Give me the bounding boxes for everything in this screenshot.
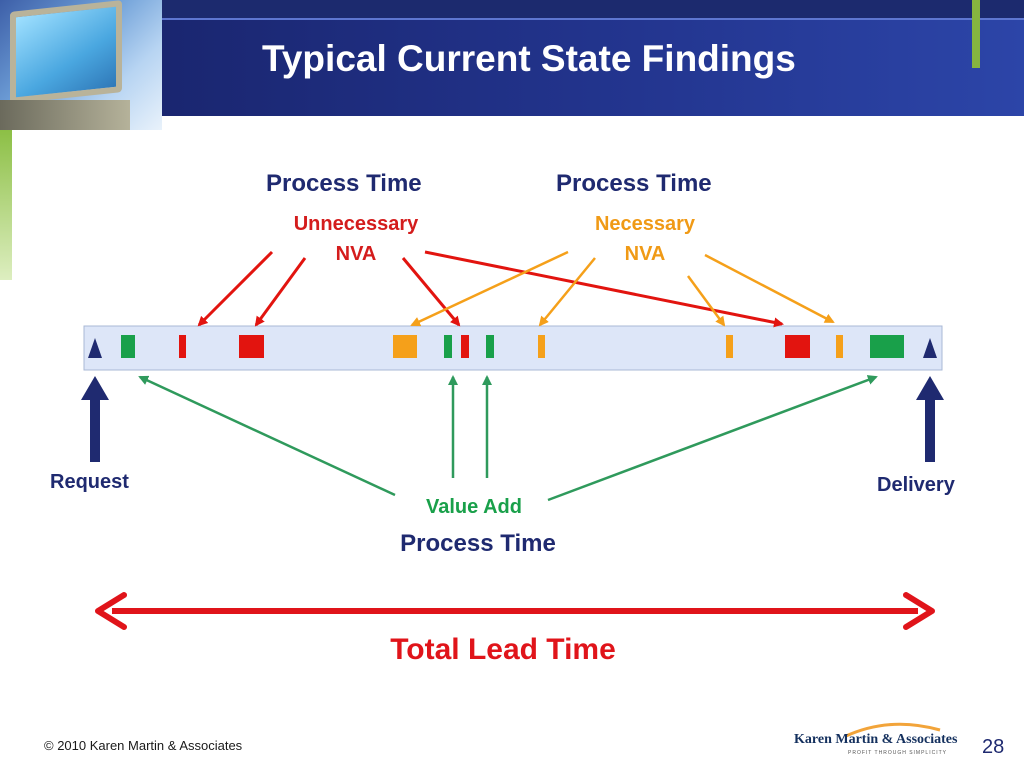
request-arrow-icon: [81, 376, 109, 462]
unnecessary-arrow: [424, 250, 784, 328]
necessary-nva-block: [393, 335, 417, 358]
brand-name: Karen Martin & Associates: [794, 732, 958, 747]
unnecessary-arrow: [401, 257, 461, 327]
monitor-stand: [0, 100, 130, 130]
necessary-heading: Process Time: [556, 170, 712, 197]
value-add-label: Value Add: [426, 496, 522, 518]
unnecessary-nva-block: [179, 335, 186, 358]
copyright-text: © 2010 Karen Martin & Associates: [44, 738, 243, 753]
necessary-arrow: [704, 253, 835, 324]
brand-swoosh-icon: [845, 722, 941, 738]
request-label: Request: [50, 471, 129, 493]
unnecessary-nva-label: NVA: [335, 243, 377, 265]
left-green-accent: [0, 130, 12, 280]
value-add-arrow: [138, 375, 396, 497]
necessary-nva-block: [836, 335, 843, 358]
brand-logo: Karen Martin & Associates PROFIT THROUGH…: [790, 722, 957, 758]
value-add-block: [444, 335, 452, 358]
timeline-bar: [83, 325, 943, 371]
unnecessary-nva-block: [461, 335, 469, 358]
necessary-arrow: [686, 275, 726, 327]
necessary-nva-block: [726, 335, 733, 358]
delivery-label: Delivery: [877, 474, 955, 496]
value-add-block: [486, 335, 494, 358]
total-lead-time-label: Total Lead Time: [390, 633, 616, 666]
page-title: Typical Current State Findings: [262, 38, 796, 79]
necessary-nva-label: NVA: [624, 243, 666, 265]
unnecessary-label: Unnecessary: [293, 213, 419, 235]
computer-monitor-image: [0, 0, 162, 130]
title-stripe: [162, 18, 1024, 20]
necessary-nva-block: [538, 335, 545, 358]
brand-tagline: PROFIT THROUGH SIMPLICITY: [848, 750, 947, 756]
value-add-block: [121, 335, 135, 358]
unnecessary-heading: Process Time: [266, 170, 422, 197]
necessary-arrow: [410, 250, 569, 327]
green-accent-tab: [972, 0, 980, 68]
necessary-label: Necessary: [594, 213, 696, 235]
unnecessary-nva-block: [239, 335, 264, 358]
lead-time-arrow-icon: [95, 592, 935, 630]
delivery-marker-icon: [923, 338, 937, 358]
value-add-block: [870, 335, 904, 358]
slide-number: 28: [982, 736, 1005, 758]
header-top-bar: [162, 0, 1024, 18]
delivery-arrow-icon: [916, 376, 944, 462]
unnecessary-arrow: [254, 257, 307, 327]
necessary-arrow: [538, 257, 596, 327]
value-add-arrow: [547, 375, 878, 502]
unnecessary-arrow: [197, 250, 274, 327]
title-bar: [162, 18, 1024, 116]
request-marker-icon: [88, 338, 102, 358]
unnecessary-nva-block: [785, 335, 810, 358]
value-add-heading: Process Time: [400, 530, 556, 557]
